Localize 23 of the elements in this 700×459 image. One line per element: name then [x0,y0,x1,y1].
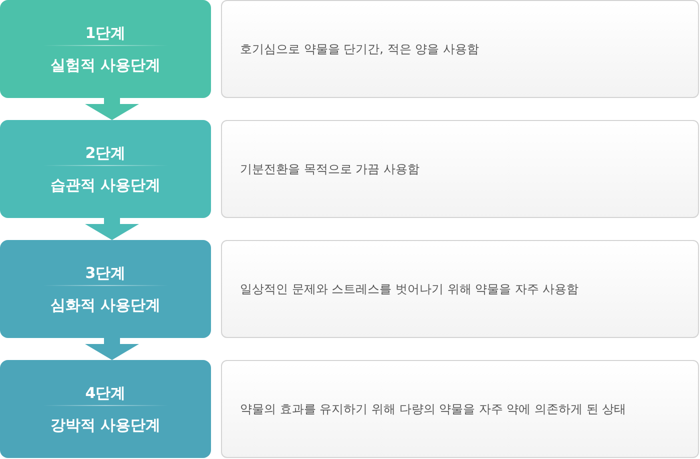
stage-title: 습관적 사용단계 [50,175,161,195]
stage-box [0,120,211,218]
description-text: 약물의 효과를 유지하기 위해 다량의 약물을 자주 약에 의존하게 된 상태 [240,401,626,417]
step-label: 3단계 [85,263,126,283]
description-box [221,120,699,218]
description-text: 일상적인 문제와 스트레스를 벗어나기 위해 약물을 자주 사용함 [240,281,579,297]
stage-box [0,240,211,338]
step-label: 1단계 [85,23,126,43]
arrow [85,338,139,360]
description-box [221,360,699,458]
stage-title: 실험적 사용단계 [50,55,161,75]
stage-title: 심화적 사용단계 [50,295,161,315]
arrow [85,98,139,120]
description-text: 호기심으로 약물을 단기간, 적은 양을 사용함 [240,41,479,57]
arrow [85,218,139,240]
stage-title: 강박적 사용단계 [50,415,161,435]
step-label: 2단계 [85,143,126,163]
stage-box [0,0,211,98]
stage-box [0,360,211,458]
description-box [221,240,699,338]
step-label: 4단계 [85,383,126,403]
description-text: 기분전환을 목적으로 가끔 사용함 [240,161,420,177]
description-box [221,0,699,98]
